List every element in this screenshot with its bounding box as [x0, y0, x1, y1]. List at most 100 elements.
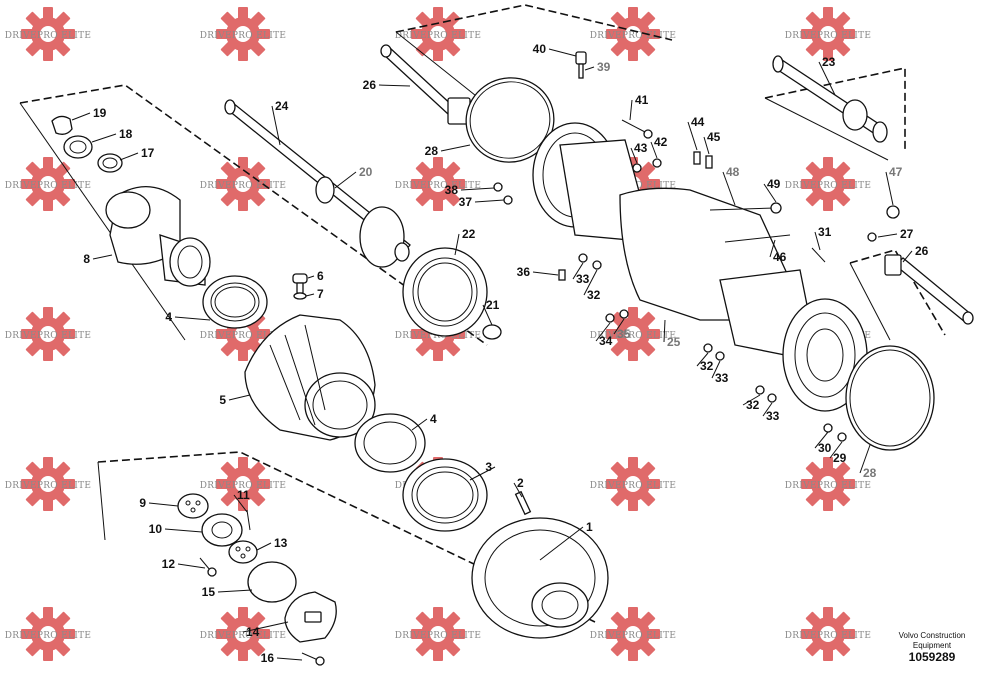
o-ring-28-upper — [465, 77, 555, 163]
bolt-46 — [724, 234, 791, 243]
bearing-4-lower — [354, 413, 426, 473]
part-label-l29: 29 — [833, 451, 847, 465]
axle-housing-25 — [493, 51, 935, 451]
watermark-text: DRIVEPRO ELITE — [200, 631, 287, 641]
leader-line — [814, 431, 829, 449]
part-label-l24: 24 — [275, 99, 289, 113]
leader-line — [663, 319, 666, 343]
plug-47 — [886, 205, 900, 219]
leader-line — [242, 621, 289, 633]
leader-line — [885, 171, 894, 206]
leader-line — [902, 250, 913, 263]
part-label-l27: 27 — [900, 227, 914, 241]
part-label-l26a: 26 — [363, 78, 377, 92]
part-label-l12: 12 — [162, 557, 176, 571]
leader-line — [583, 269, 598, 296]
watermark-text: DRIVEPRO ELITE — [590, 331, 677, 341]
leader-line — [762, 402, 773, 417]
washer-7 — [293, 292, 307, 300]
leader-line — [305, 293, 315, 297]
axle-shaft-26-lower — [884, 254, 974, 325]
leader-line — [687, 121, 698, 151]
leader-line — [474, 199, 505, 203]
nipple-39 — [578, 63, 584, 79]
part-label-l9: 9 — [139, 496, 146, 510]
part-label-l33b: 33 — [715, 371, 729, 385]
watermark-text: DRIVEPRO ELITE — [200, 31, 287, 41]
leader-line — [71, 112, 91, 121]
leader-line — [595, 322, 611, 342]
leader-line — [148, 502, 179, 507]
leader-line — [613, 318, 625, 335]
watermark-text: DRIVEPRO ELITE — [200, 181, 287, 191]
wheel-hub-1 — [471, 517, 609, 639]
part-label-l17: 17 — [141, 146, 155, 160]
part-label-l47: 47 — [889, 165, 903, 179]
credit-block: Volvo Construction Equipment 1059289 — [899, 631, 966, 664]
leader-line — [177, 563, 206, 569]
leader-lines — [71, 48, 913, 661]
part-label-l13: 13 — [274, 536, 288, 550]
leader-line — [271, 105, 281, 146]
bolt-49 — [770, 202, 782, 214]
bolt-12 — [199, 557, 217, 577]
part-label-l48: 48 — [726, 165, 740, 179]
leader-line — [742, 394, 761, 406]
bolt-48 — [709, 207, 776, 211]
watermark-text: DRIVEPRO ELITE — [785, 631, 872, 641]
leader-line — [440, 144, 471, 152]
stud-2 — [514, 490, 532, 516]
part-label-l23: 23 — [822, 55, 836, 69]
part-label-l40: 40 — [533, 42, 547, 56]
breather-41 — [621, 119, 646, 133]
leader-line — [469, 466, 496, 481]
watermark-text: DRIVEPRO ELITE — [785, 181, 872, 191]
part-label-l32c: 32 — [746, 398, 760, 412]
hub-housing-5 — [244, 314, 376, 441]
washer-21 — [482, 324, 502, 340]
cover-14 — [284, 591, 337, 643]
screw-6 — [292, 273, 308, 294]
pin-45 — [705, 155, 713, 169]
credit-line-1: Volvo Construction — [899, 631, 966, 640]
leader-line — [119, 152, 139, 161]
watermark-text: DRIVEPRO ELITE — [5, 31, 92, 41]
axle-shaft-23 — [772, 55, 888, 143]
bearing-4-upper — [202, 275, 268, 329]
leader-line — [818, 61, 836, 96]
leader-line — [454, 233, 460, 256]
leader-line — [763, 183, 777, 203]
leader-line — [482, 304, 493, 326]
watermark-text: DRIVEPRO ELITE — [590, 481, 677, 491]
leader-line — [174, 316, 211, 321]
part-number-labels: 1234456789101112131415161718192021222324… — [83, 42, 928, 665]
part-label-l8: 8 — [83, 252, 90, 266]
watermark-text: DRIVEPRO ELITE — [395, 31, 482, 41]
part-label-l28b: 28 — [863, 466, 877, 480]
part-label-l2: 2 — [517, 476, 524, 490]
watermark-text: DRIVEPRO ELITE — [395, 631, 482, 641]
watermark-text: DRIVEPRO ELITE — [590, 31, 677, 41]
leader-line — [696, 352, 709, 367]
part-label-l42: 42 — [654, 135, 668, 149]
part-label-l43: 43 — [634, 141, 648, 155]
part-label-l4a: 4 — [165, 310, 172, 324]
part-label-l39: 39 — [597, 60, 611, 74]
o-ring-28-upper-inner — [469, 81, 551, 159]
shafts — [224, 44, 974, 340]
axle-shaft-26-upper — [380, 44, 471, 125]
part-label-l6: 6 — [317, 269, 324, 283]
part-label-l7: 7 — [317, 287, 324, 301]
planet-carrier-8 — [105, 185, 211, 287]
part-label-l18: 18 — [119, 127, 133, 141]
plug-37 — [503, 195, 513, 205]
pin-44 — [693, 151, 701, 165]
leader-line — [814, 231, 821, 251]
leader-line — [572, 262, 584, 280]
leader-line — [584, 66, 595, 71]
leader-line — [256, 542, 272, 551]
leader-line — [378, 84, 411, 87]
leader-line — [334, 171, 357, 189]
watermark-text: DRIVEPRO ELITE — [395, 181, 482, 191]
circlip-17 — [97, 153, 123, 173]
